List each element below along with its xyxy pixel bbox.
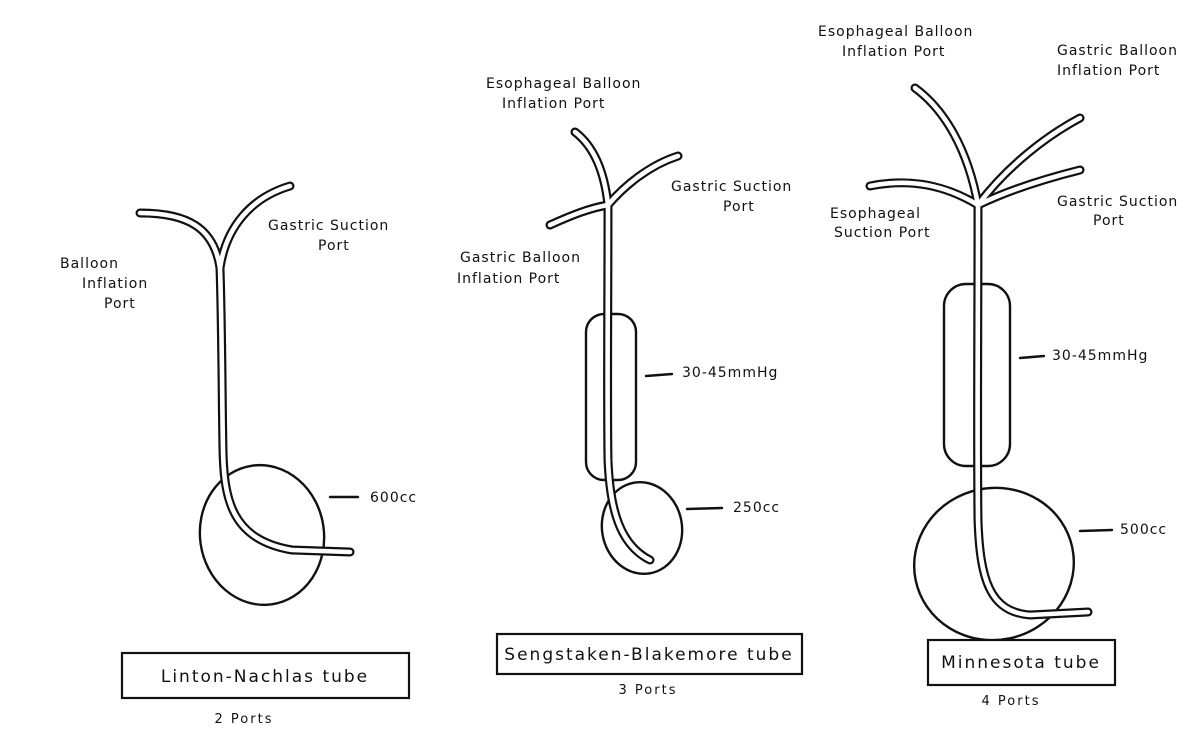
sengstaken-blakemore-tube-diagram: Esophageal Balloon Inflation Port Gastri… [457, 76, 804, 698]
volume-leader-line [1078, 528, 1114, 533]
balloon-inflation-port-label: Balloon Inflation Port [60, 256, 154, 312]
ports-caption: 3 Ports [619, 683, 678, 698]
esophageal-balloon-inflation-port-label: Esophageal Balloon Inflation Port [818, 24, 979, 60]
volume-leader-line [685, 506, 724, 511]
gastric-balloon [198, 463, 326, 607]
gastric-suction-port-label: Gastric Suction Port [1057, 194, 1184, 229]
tube [135, 181, 355, 557]
gastric-suction-port-label: Gastric Suction Port [671, 179, 798, 215]
gastric-balloon [600, 480, 684, 576]
linton-nachlas-tube-diagram: Balloon Inflation Port Gastric Suction P… [60, 181, 417, 727]
title-box [495, 632, 804, 676]
ports-caption: 2 Ports [215, 712, 274, 727]
esophageal-suction-port-label: Esophageal Suction Port [830, 206, 930, 241]
esophageal-balloon-pressure-label: 30-45mmHg [682, 365, 778, 381]
tube-title: Linton-Nachlas tube [161, 667, 369, 687]
pressure-leader-line [1018, 354, 1046, 360]
minnesota-tube-diagram: Esophageal Balloon Inflation Port Gastri… [818, 24, 1184, 709]
esophageal-balloon-inflation-port-label: Esophageal Balloon Inflation Port [486, 76, 647, 112]
tube [865, 83, 1093, 620]
tube [545, 127, 683, 565]
esophageal-balloon-pressure-label: 30-45mmHg [1052, 348, 1148, 364]
gastric-suction-port-label: Gastric Suction Port [268, 218, 395, 254]
title-box [926, 638, 1117, 687]
gastric-balloon-volume-label: 600cc [370, 490, 417, 506]
tube-title: Minnesota tube [941, 653, 1101, 673]
gastric-balloon-inflation-port-label: Gastric Balloon Inflation Port [457, 250, 586, 287]
gastric-balloon-inflation-port-label: Gastric Balloon Inflation Port [1057, 43, 1183, 79]
gastric-balloon-volume-label: 250cc [733, 500, 780, 516]
ports-caption: 4 Ports [982, 694, 1041, 709]
tube-title: Sengstaken-Blakemore tube [504, 645, 793, 665]
pressure-leader-line [644, 372, 674, 378]
title-box [120, 651, 411, 700]
gastric-balloon [912, 486, 1076, 642]
gastric-balloon-volume-label: 500cc [1120, 522, 1167, 538]
